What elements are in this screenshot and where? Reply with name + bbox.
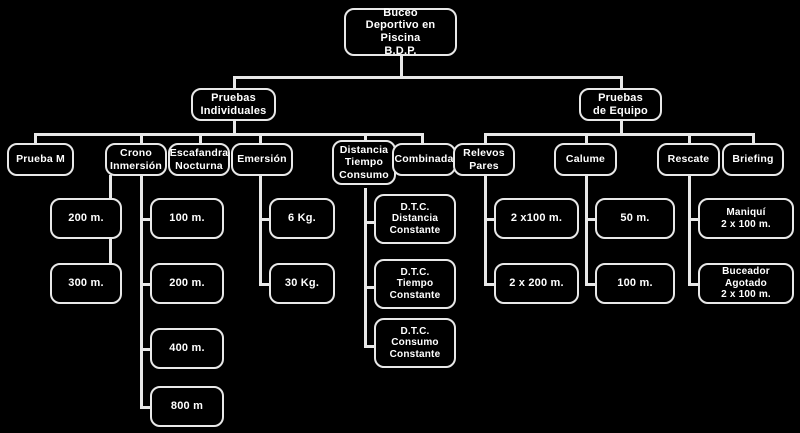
node-distancia-tiempo-consumo-label: Distancia Tiempo Consumo <box>339 144 389 181</box>
leaf-rescate-buceador-agotado-label: Buceador Agotado 2 x 100 m. <box>721 266 771 301</box>
leaf-calume-100m[interactable]: 100 m. <box>595 263 675 304</box>
node-briefing-label: Briefing <box>732 153 774 166</box>
leaf-dtc-tiempo-constante[interactable]: D.T.C. Tiempo Constante <box>374 259 456 309</box>
connector-spine-relevos <box>484 175 487 285</box>
node-pruebas-de-equipo[interactable]: Pruebas de Equipo <box>579 88 662 121</box>
leaf-prueba-m-300m-label: 300 m. <box>68 277 104 290</box>
connector-bus-to-distancia <box>364 133 367 143</box>
node-crono-inmersion[interactable]: Crono Inmersión <box>105 143 167 176</box>
connector-stub-crono-1 <box>140 218 151 221</box>
connector-stub-distancia-3 <box>364 345 375 348</box>
connector-stub-rescate-2 <box>688 283 699 286</box>
leaf-emersion-30kg[interactable]: 30 Kg. <box>269 263 335 304</box>
node-briefing[interactable]: Briefing <box>722 143 784 176</box>
node-relevos-pares-label: Relevos Pares <box>463 147 505 172</box>
node-emersion-label: Emersión <box>237 153 287 166</box>
node-prueba-m-label: Prueba M <box>16 153 65 166</box>
node-prueba-m[interactable]: Prueba M <box>7 143 74 176</box>
connector-spine-rescate <box>688 175 691 285</box>
connector-root-to-equipo <box>620 76 623 88</box>
connector-root-stem <box>400 56 403 78</box>
node-crono-inmersion-label: Crono Inmersión <box>110 147 162 172</box>
leaf-dtc-distancia-constante-label: D.T.C. Distancia Constante <box>389 201 441 236</box>
connector-spine-crono <box>140 175 143 408</box>
leaf-rescate-buceador-agotado[interactable]: Buceador Agotado 2 x 100 m. <box>698 263 794 304</box>
leaf-emersion-6kg[interactable]: 6 Kg. <box>269 198 335 239</box>
node-combinada[interactable]: Combinada <box>392 143 456 176</box>
leaf-crono-100m-label: 100 m. <box>169 212 205 225</box>
leaf-dtc-consumo-constante[interactable]: D.T.C. Consumo Constante <box>374 318 456 368</box>
connector-bus-to-rescate <box>688 133 691 143</box>
connector-spine-distancia <box>364 188 367 348</box>
node-distancia-tiempo-consumo[interactable]: Distancia Tiempo Consumo <box>332 140 396 185</box>
connector-bus-to-briefing <box>752 133 755 143</box>
node-emersion[interactable]: Emersión <box>231 143 293 176</box>
connector-bus-to-calume <box>585 133 588 143</box>
connector-stub-emersion-2 <box>259 283 270 286</box>
leaf-relevos-2x100m-label: 2 x100 m. <box>510 212 563 225</box>
connector-stub-crono-4 <box>140 406 151 409</box>
leaf-crono-400m-label: 400 m. <box>169 342 205 355</box>
leaf-crono-100m[interactable]: 100 m. <box>150 198 224 239</box>
connector-stub-calume-2 <box>585 283 596 286</box>
connector-equipo-bus <box>484 133 754 136</box>
node-escafandra-nocturna-label: Escafandra Nocturna <box>169 147 229 172</box>
connector-stub-crono-3 <box>140 348 151 351</box>
leaf-relevos-2x200m[interactable]: 2 x 200 m. <box>494 263 579 304</box>
node-rescate[interactable]: Rescate <box>657 143 720 176</box>
connector-stub-relevos-1 <box>484 218 495 221</box>
connector-stub-crono-2 <box>140 283 151 286</box>
leaf-emersion-6kg-label: 6 Kg. <box>288 212 316 225</box>
node-pruebas-de-equipo-label: Pruebas de Equipo <box>593 91 648 117</box>
connector-spine-calume <box>585 175 588 285</box>
connector-equipo-stem <box>620 120 623 134</box>
connector-stub-emersion-1 <box>259 218 270 221</box>
connector-stub-relevos-2 <box>484 283 495 286</box>
leaf-crono-200m[interactable]: 200 m. <box>150 263 224 304</box>
leaf-calume-100m-label: 100 m. <box>617 277 653 290</box>
connector-stub-calume-1 <box>585 218 596 221</box>
node-root[interactable]: Buceo Deportivo en Piscina B.D.P. <box>344 6 457 57</box>
connector-root-bus <box>233 76 623 79</box>
leaf-crono-800m-label: 800 m <box>170 400 204 413</box>
node-combinada-label: Combinada <box>394 153 454 166</box>
node-relevos-pares[interactable]: Relevos Pares <box>453 143 515 176</box>
leaf-prueba-m-300m[interactable]: 300 m. <box>50 263 122 304</box>
connector-individuales-bus <box>34 133 423 136</box>
connector-spine-emersion <box>259 175 262 285</box>
leaf-prueba-m-200m-label: 200 m. <box>68 212 104 225</box>
node-pruebas-individuales-label: Pruebas Individuales <box>200 91 267 117</box>
connector-bus-to-combinada <box>421 133 424 143</box>
node-escafandra-nocturna[interactable]: Escafandra Nocturna <box>168 143 230 176</box>
connector-bus-to-escafandra <box>199 133 202 143</box>
connector-stub-rescate-1 <box>688 218 699 221</box>
leaf-rescate-maniqui[interactable]: Maniquí 2 x 100 m. <box>698 198 794 239</box>
connector-root-to-individuales <box>233 76 236 88</box>
connector-stub-distancia-1 <box>364 221 375 224</box>
leaf-dtc-consumo-constante-label: D.T.C. Consumo Constante <box>389 325 441 360</box>
leaf-calume-50m[interactable]: 50 m. <box>595 198 675 239</box>
node-calume-label: Calume <box>565 153 606 166</box>
connector-bus-to-crono <box>140 133 143 143</box>
connector-bus-to-relevos <box>484 133 487 143</box>
node-calume[interactable]: Calume <box>554 143 617 176</box>
node-pruebas-individuales[interactable]: Pruebas Individuales <box>191 88 276 121</box>
leaf-calume-50m-label: 50 m. <box>620 212 650 225</box>
leaf-relevos-2x100m[interactable]: 2 x100 m. <box>494 198 579 239</box>
node-root-label: Buceo Deportivo en Piscina B.D.P. <box>365 6 436 57</box>
leaf-crono-800m[interactable]: 800 m <box>150 386 224 427</box>
leaf-crono-400m[interactable]: 400 m. <box>150 328 224 369</box>
connector-bus-to-emersion <box>259 133 262 143</box>
leaf-relevos-2x200m-label: 2 x 200 m. <box>509 277 564 290</box>
connector-bus-to-prueba-m <box>34 133 37 143</box>
connector-stub-distancia-2 <box>364 286 375 289</box>
leaf-dtc-tiempo-constante-label: D.T.C. Tiempo Constante <box>389 266 441 301</box>
connector-individuales-stem <box>233 120 236 134</box>
leaf-prueba-m-200m[interactable]: 200 m. <box>50 198 122 239</box>
node-rescate-label: Rescate <box>667 153 710 166</box>
leaf-crono-200m-label: 200 m. <box>169 277 205 290</box>
leaf-emersion-30kg-label: 30 Kg. <box>284 277 320 290</box>
leaf-dtc-distancia-constante[interactable]: D.T.C. Distancia Constante <box>374 194 456 244</box>
leaf-rescate-maniqui-label: Maniquí 2 x 100 m. <box>721 207 771 230</box>
